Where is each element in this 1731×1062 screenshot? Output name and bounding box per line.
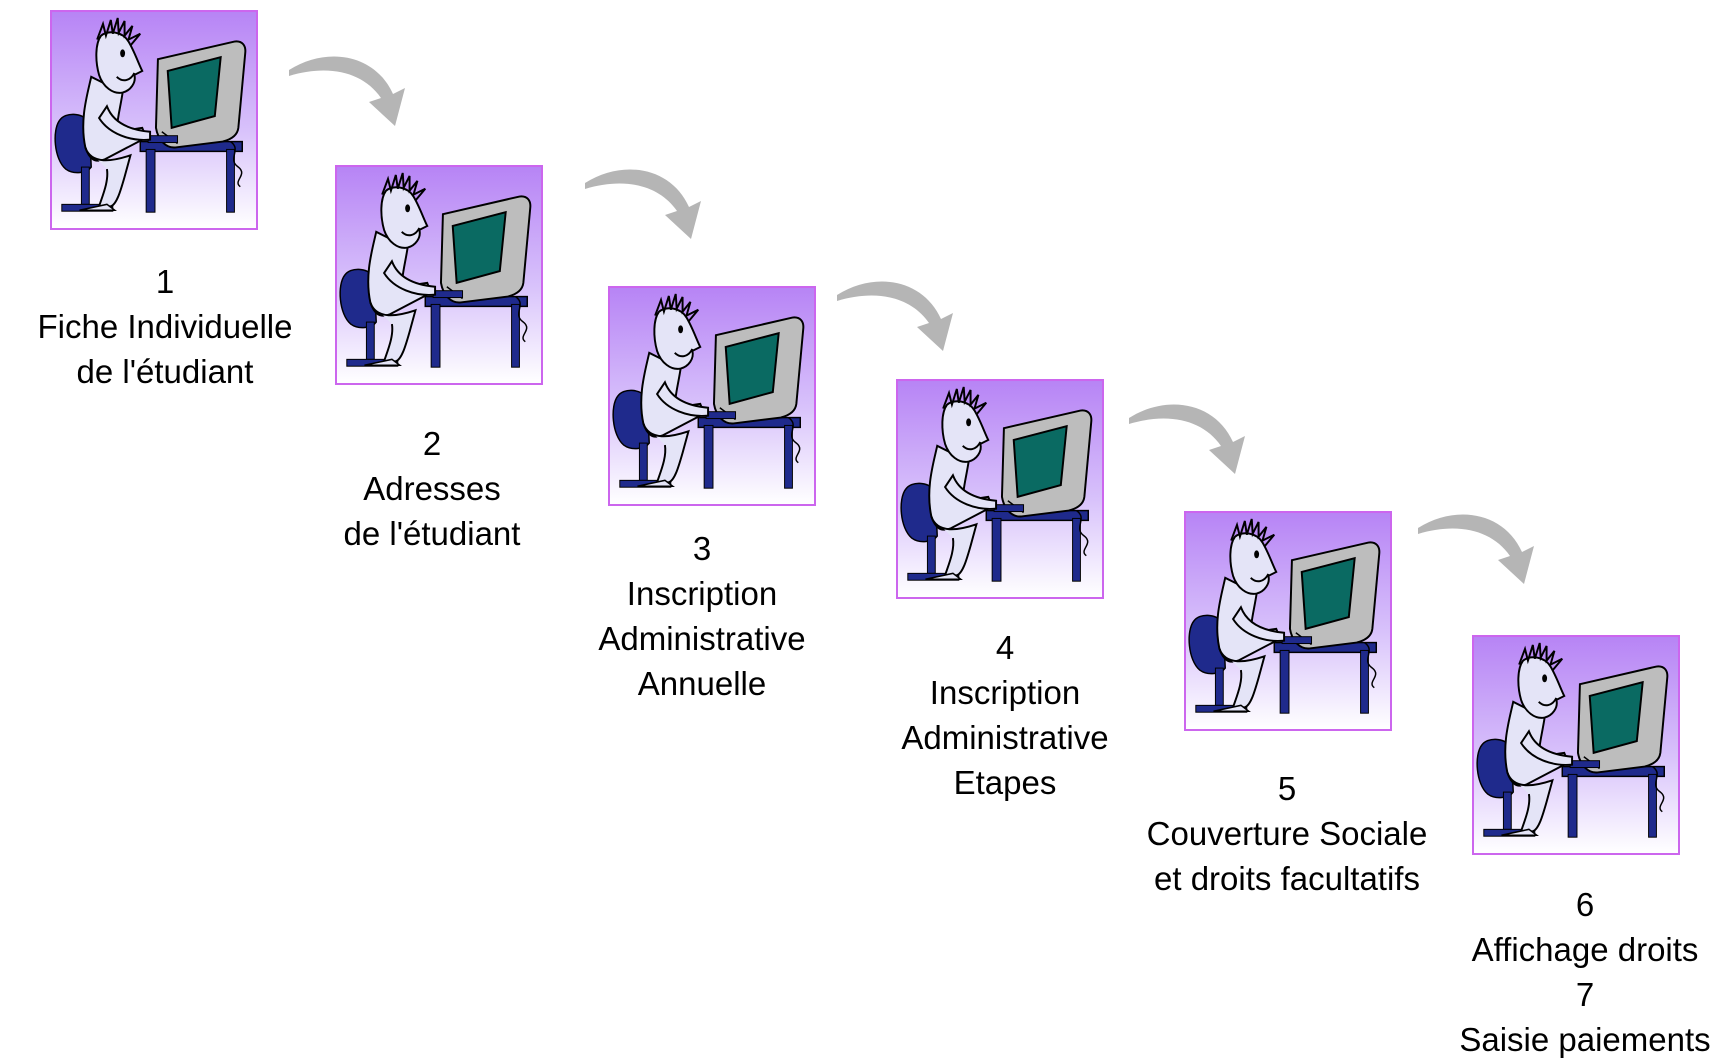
person-at-computer-icon (52, 12, 256, 228)
arrow-5-to-6 (1416, 508, 1546, 588)
step-3-label: 3 Inscription Administrative Annuelle (537, 526, 867, 706)
step-3-image (608, 286, 816, 506)
curved-arrow-icon (287, 50, 417, 130)
person-at-computer-icon (337, 167, 541, 383)
person-at-computer-icon (1474, 637, 1678, 853)
step-5-line-2: et droits facultatifs (1154, 860, 1420, 897)
person-at-computer-icon (898, 381, 1102, 597)
step-4-image (896, 379, 1104, 599)
step-4-line-1: Inscription (929, 674, 1081, 711)
step-2-image (335, 165, 543, 385)
step-2-line-1: Adresses (363, 470, 501, 507)
step-5-label: 5 Couverture Sociale et droits facultati… (1122, 766, 1452, 901)
arrow-4-to-5 (1127, 398, 1257, 478)
step-4-label: 4 Inscription Administrative Etapes (840, 625, 1170, 805)
step-4-number: 4 (995, 629, 1015, 666)
arrow-1-to-2 (287, 50, 417, 130)
curved-arrow-icon (835, 275, 965, 355)
arrow-2-to-3 (583, 163, 713, 243)
arrow-3-to-4 (835, 275, 965, 355)
step-5-line-1: Couverture Sociale (1146, 815, 1428, 852)
step-3-line-3: Annuelle (637, 665, 767, 702)
curved-arrow-icon (1416, 508, 1546, 588)
step-3-line-2: Administrative (598, 620, 806, 657)
step-6-label: 6 Affichage droits 7 Saisie paiements (1420, 882, 1731, 1062)
step-4-line-3: Etapes (953, 764, 1057, 801)
step-3-line-1: Inscription (626, 575, 778, 612)
step-1-line-1: Fiche Individuelle (37, 308, 293, 345)
step-1-number: 1 (155, 263, 175, 300)
step-5-number: 5 (1277, 770, 1297, 807)
step-7-number: 7 (1575, 976, 1595, 1013)
step-7-line-1: Saisie paiements (1459, 1021, 1711, 1058)
step-6-image (1472, 635, 1680, 855)
step-1-line-2: de l'étudiant (76, 353, 254, 390)
curved-arrow-icon (583, 163, 713, 243)
step-4-line-2: Administrative (901, 719, 1109, 756)
step-2-line-2: de l'étudiant (343, 515, 521, 552)
step-2-number: 2 (422, 425, 442, 462)
person-at-computer-icon (1186, 513, 1390, 729)
person-at-computer-icon (610, 288, 814, 504)
step-6-number: 6 (1575, 886, 1595, 923)
step-5-image (1184, 511, 1392, 731)
step-6-line-1: Affichage droits (1471, 931, 1699, 968)
step-3-number: 3 (692, 530, 712, 567)
step-1-label: 1 Fiche Individuelle de l'étudiant (0, 259, 330, 394)
curved-arrow-icon (1127, 398, 1257, 478)
step-1-image (50, 10, 258, 230)
step-2-label: 2 Adresses de l'étudiant (267, 421, 597, 556)
